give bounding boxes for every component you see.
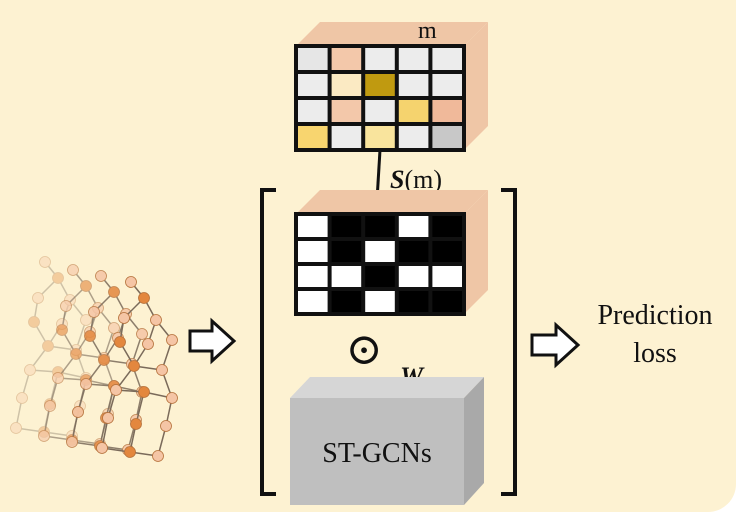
score-cell	[365, 48, 395, 70]
st-gcns-side-face	[464, 377, 484, 505]
mask-cell-on	[331, 216, 362, 237]
mask-cell-off	[298, 216, 328, 237]
score-cell	[432, 48, 462, 70]
output-arrow	[530, 321, 581, 369]
binary-mask-grid	[294, 212, 466, 316]
skeleton-frame	[96, 276, 178, 462]
mask-cell-off	[365, 291, 395, 312]
score-cell	[398, 126, 429, 148]
mask-cell-off	[298, 241, 328, 262]
mask-cell-off	[331, 266, 362, 287]
mask-cell-off	[398, 216, 429, 237]
input-arrow	[188, 317, 237, 365]
mask-cell-off	[365, 241, 395, 262]
sparsify-argument: (m)	[404, 165, 442, 194]
mask-cell-off	[398, 266, 429, 287]
binary-mask-top-face	[296, 190, 488, 214]
score-cell	[432, 126, 462, 148]
score-matrix-cuboid	[294, 22, 488, 152]
score-cell	[398, 48, 429, 70]
score-cell	[298, 100, 328, 122]
score-cell	[432, 74, 462, 96]
st-gcns-label: ST-GCNs	[322, 438, 431, 469]
mask-cell-on	[398, 241, 429, 262]
score-cell	[331, 48, 362, 70]
mask-cell-on	[432, 241, 462, 262]
mask-cell-off	[432, 266, 462, 287]
mask-cell-on	[365, 266, 395, 287]
score-matrix-side-face	[464, 22, 488, 150]
st-gcns-front-face	[290, 398, 464, 505]
mask-cell-on	[365, 216, 395, 237]
score-matrix-top-face	[296, 22, 488, 46]
loss-label: loss	[633, 338, 677, 369]
score-cell	[365, 126, 395, 148]
sparsify-label: S(m)	[390, 165, 442, 194]
score-cell	[331, 126, 362, 148]
score-cell	[432, 100, 462, 122]
right-bracket	[501, 188, 517, 496]
mask-cell-on	[432, 291, 462, 312]
mask-cell-on	[331, 241, 362, 262]
mask-cell-off	[298, 291, 328, 312]
sparsify-function-symbol: S	[390, 165, 404, 194]
score-cell	[398, 100, 429, 122]
score-cell	[331, 74, 362, 96]
mask-cell-off	[298, 266, 328, 287]
score-cell	[365, 100, 395, 122]
score-cell	[298, 126, 328, 148]
binary-mask-cuboid	[294, 190, 488, 316]
st-gcns-block	[290, 377, 484, 505]
score-cell	[298, 74, 328, 96]
prediction-label: Prediction	[597, 300, 712, 331]
hadamard-product-symbol: ⊙	[346, 325, 383, 374]
mask-parameter-label: m	[418, 18, 437, 44]
score-matrix-grid	[294, 44, 466, 152]
mask-cell-on	[398, 291, 429, 312]
score-cell	[298, 48, 328, 70]
skeleton-graph-illustration	[10, 256, 178, 462]
st-gcns-top-face	[290, 377, 484, 398]
mask-cell-on	[432, 216, 462, 237]
binary-mask-side-face	[464, 190, 488, 314]
score-cell	[398, 74, 429, 96]
score-cell	[365, 74, 395, 96]
left-bracket	[260, 188, 276, 496]
score-cell	[331, 100, 362, 122]
mask-cell-on	[331, 291, 362, 312]
